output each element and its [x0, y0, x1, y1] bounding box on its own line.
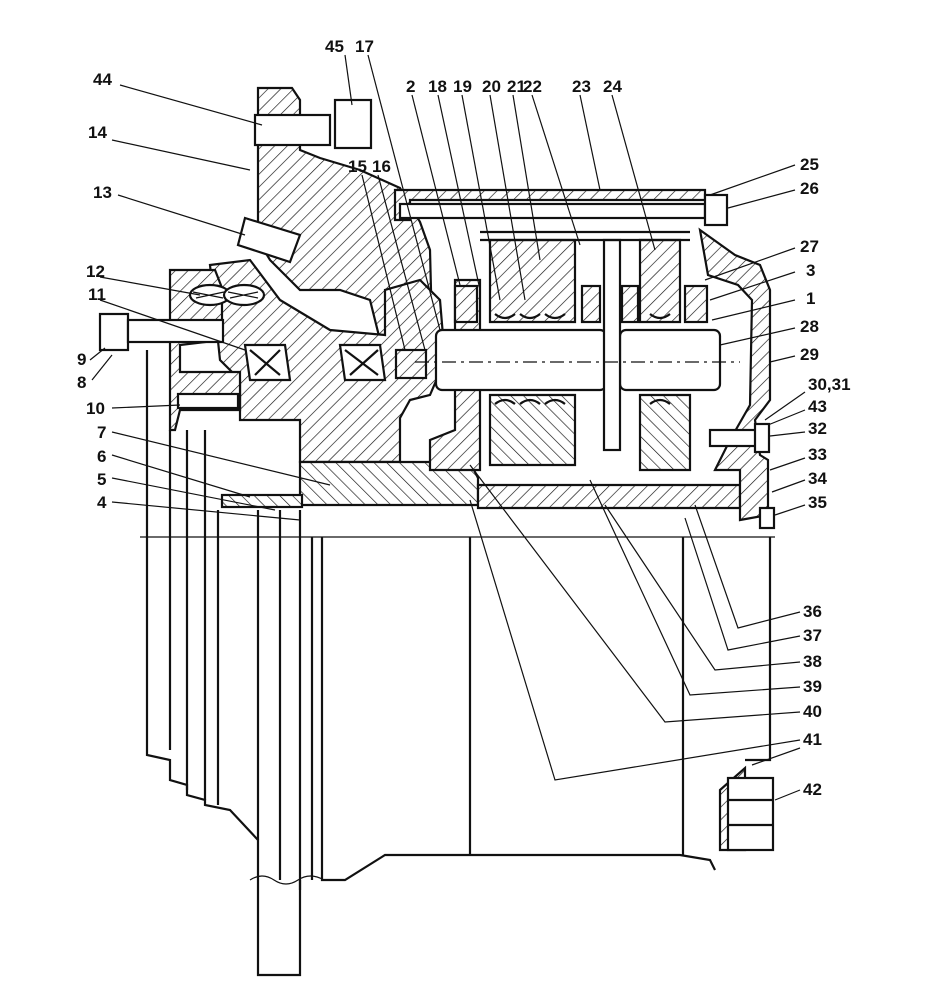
through-bolt-head	[703, 193, 729, 227]
label-15: 15	[348, 157, 367, 176]
label-12: 12	[86, 262, 105, 281]
label-29: 29	[800, 345, 819, 364]
label-18: 18	[428, 77, 447, 96]
retaining-ring	[220, 493, 304, 509]
label-17: 17	[355, 37, 374, 56]
part-labels: 44 45 17 14 2 18 19 20 21 22 23 24 15 16…	[77, 37, 851, 799]
housing-hub	[208, 258, 447, 464]
label-3: 3	[806, 261, 815, 280]
sun-shaft	[476, 483, 742, 510]
label-11: 11	[88, 285, 106, 304]
label-19: 19	[453, 77, 472, 96]
label-40: 40	[803, 702, 822, 721]
bearing-ring-21	[580, 284, 602, 324]
label-25: 25	[800, 155, 819, 174]
label-26: 26	[800, 179, 819, 198]
dowel-pin	[176, 392, 240, 410]
label-39: 39	[803, 677, 822, 696]
label-34: 34	[808, 469, 827, 488]
planet-gear-1	[488, 238, 577, 324]
breather-plug	[236, 216, 302, 264]
left-bolt-head	[98, 312, 130, 352]
planet-pin-left	[434, 328, 608, 392]
label-8: 8	[77, 373, 86, 392]
label-4: 4	[97, 493, 107, 512]
end-cover	[698, 227, 772, 522]
label-13: 13	[93, 183, 112, 202]
planet-gear-2	[638, 238, 682, 324]
central-web	[602, 238, 622, 452]
planet-pin-right	[618, 328, 722, 392]
through-bolt	[398, 202, 707, 220]
label-33: 33	[808, 445, 827, 464]
top-nut	[333, 98, 373, 150]
bearing-ring-2	[453, 284, 479, 324]
label-38: 38	[803, 652, 822, 671]
label-42: 42	[803, 780, 822, 799]
spacer-ring	[394, 348, 428, 380]
label-20: 20	[482, 77, 501, 96]
upper-section	[98, 86, 776, 538]
label-32: 32	[808, 419, 827, 438]
label-14: 14	[88, 123, 107, 142]
label-23: 23	[572, 77, 591, 96]
label-16: 16	[372, 157, 391, 176]
label-37: 37	[803, 626, 822, 645]
label-45: 45	[325, 37, 344, 56]
label-43: 43	[808, 397, 827, 416]
cover-bolt-head	[753, 422, 771, 454]
bearing-ring-3	[683, 284, 709, 324]
ring-gear	[393, 188, 707, 222]
label-28: 28	[800, 317, 819, 336]
label-44: 44	[93, 70, 112, 89]
left-bolt	[126, 318, 225, 344]
lower-bolt-head	[726, 776, 775, 852]
label-21: 21	[507, 77, 526, 96]
lower-exterior-view	[145, 350, 775, 977]
leader-lines	[89, 54, 806, 801]
label-9: 9	[77, 350, 86, 369]
label-35: 35	[808, 493, 827, 512]
planet-gear-1-lower	[488, 393, 577, 467]
cover-bolt	[708, 428, 762, 448]
label-41: 41	[803, 730, 822, 749]
label-36: 36	[803, 602, 822, 621]
needle-rollers	[494, 313, 671, 405]
planet-gear-2-lower	[638, 393, 692, 472]
cover-plate-left	[168, 268, 242, 432]
end-plate-screw	[758, 506, 776, 530]
label-5: 5	[97, 470, 106, 489]
label-6: 6	[97, 447, 106, 466]
label-27: 27	[800, 237, 819, 256]
label-7: 7	[97, 423, 106, 442]
bearing-ring-24	[620, 284, 640, 324]
label-1: 1	[806, 289, 815, 308]
label-24: 24	[603, 77, 622, 96]
label-10: 10	[86, 399, 105, 418]
top-bolt	[253, 113, 332, 147]
label-22: 22	[523, 77, 542, 96]
label-2: 2	[406, 77, 415, 96]
label-30-31: 30,31	[808, 375, 851, 394]
